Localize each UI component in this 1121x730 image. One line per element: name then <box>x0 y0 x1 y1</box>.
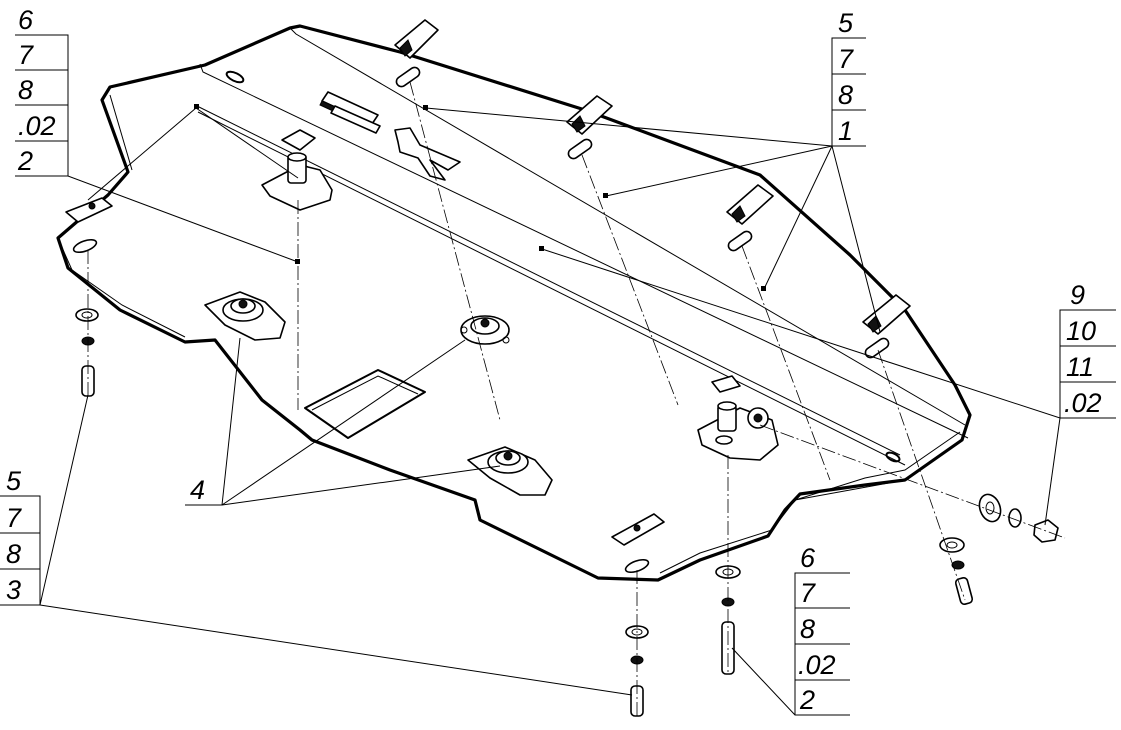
slot <box>225 70 245 84</box>
callout-text: 1 <box>838 116 853 146</box>
callout-bottom-left: 5 7 8 3 <box>0 466 41 605</box>
logo-emblem <box>319 91 461 181</box>
callout-top-left: 6 7 8 .02 2 <box>15 5 69 176</box>
rubber-mount <box>204 291 286 341</box>
rubber-mount <box>467 446 553 496</box>
fold-line-ridge-a <box>289 27 966 426</box>
callout-text: 3 <box>6 575 21 605</box>
fold-line-ridge-b <box>194 104 901 456</box>
service-hatch-inner <box>311 375 419 411</box>
leader-lines <box>0 107 1116 716</box>
callout-text: .02 <box>798 650 836 680</box>
callout-text: 8 <box>18 75 33 105</box>
mounting-tabs-top <box>394 19 911 359</box>
callout-text: 2 <box>799 685 815 715</box>
service-hatch <box>304 369 426 439</box>
callout-text: 6 <box>18 5 34 35</box>
stud-bracket-upper <box>261 129 333 211</box>
leader-dots <box>194 104 766 291</box>
fastener-stack-left <box>75 308 99 397</box>
tab <box>394 19 439 88</box>
callout-text: 5 <box>6 466 22 496</box>
fastener-stack-stud <box>978 493 1059 543</box>
tab <box>862 294 911 359</box>
callout-text: 5 <box>838 8 854 38</box>
callout-text: 8 <box>6 539 21 569</box>
tab <box>566 95 613 160</box>
skid-plate-outline <box>56 24 972 582</box>
callout-text: 7 <box>838 44 854 74</box>
tab <box>726 184 774 252</box>
callout-text: .02 <box>1064 388 1102 418</box>
mounting-tab-bottom <box>611 513 665 574</box>
callout-text: 11 <box>1066 352 1094 382</box>
callout-text: 9 <box>1070 280 1085 310</box>
callout-text: 8 <box>800 614 815 644</box>
callout-text: 10 <box>1066 316 1096 346</box>
callout-mounts: 4 <box>190 475 205 505</box>
callout-text: .02 <box>18 111 56 141</box>
rubber-mount <box>460 315 510 345</box>
callout-right: 9 10 11 .02 <box>1059 280 1116 418</box>
skid-plate-inner-lip <box>59 94 961 574</box>
center-lines <box>87 81 1066 718</box>
callout-text: 2 <box>17 146 33 176</box>
fastener-stack-right <box>939 537 974 606</box>
callout-bottom-right: 6 7 8 .02 2 <box>794 543 850 715</box>
callout-top-right: 5 7 8 1 <box>831 8 866 147</box>
callout-text: 6 <box>800 543 816 573</box>
fold-line-upper <box>199 63 969 439</box>
stud-bracket-lower <box>697 375 779 461</box>
callout-text: 7 <box>6 503 22 533</box>
callout-text: 7 <box>800 578 816 608</box>
slot <box>885 451 901 463</box>
callout-text: 7 <box>18 40 34 70</box>
mounting-tab-left <box>65 197 113 254</box>
callout-text: 4 <box>190 475 205 505</box>
callout-text: 8 <box>838 80 853 110</box>
